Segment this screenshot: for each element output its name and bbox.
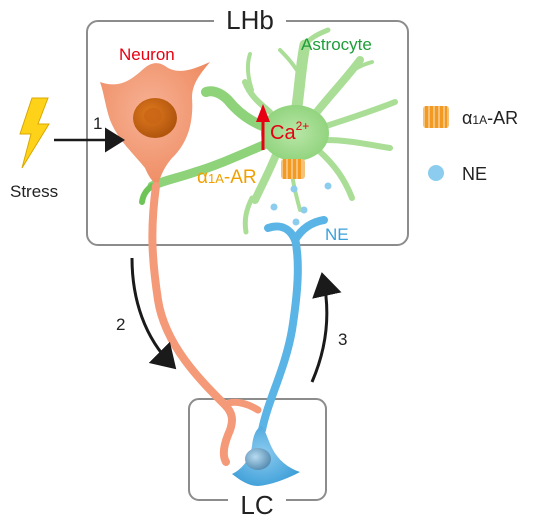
ne-vesicle xyxy=(290,185,298,193)
astrocyte xyxy=(139,27,398,235)
receptor-channel-icon xyxy=(281,159,305,179)
lc-region: LC xyxy=(188,398,327,520)
step-1-label: 1 xyxy=(93,114,102,133)
lhb-neuron xyxy=(100,62,262,466)
neuron-label: Neuron xyxy=(119,45,175,64)
receptor-sub: 1A xyxy=(208,171,224,186)
lc-label: LC xyxy=(240,490,273,520)
step-3-arrow xyxy=(310,272,342,383)
astrocyte-process-to-neuron xyxy=(201,86,280,135)
lhb-region: LHb xyxy=(86,5,409,246)
calcium-superscript: 2+ xyxy=(296,119,310,133)
lc-label-backdrop xyxy=(228,486,286,520)
ne-vesicle xyxy=(292,218,300,226)
stress-label: Stress xyxy=(10,182,58,201)
ne-vesicle xyxy=(270,203,278,211)
neuron-axon xyxy=(148,182,236,466)
ne-terminal-branch-right xyxy=(291,216,328,244)
step-2-arrow-group: 2 xyxy=(116,257,177,370)
step-2-arrow xyxy=(130,257,177,370)
legend-receptor-sub: 1A xyxy=(472,113,487,127)
step-2-label: 2 xyxy=(116,315,125,334)
lc-neuron xyxy=(232,216,328,486)
lhb-label: LHb xyxy=(226,5,274,35)
ne-axon xyxy=(258,234,302,434)
stress-input: Stress 1 xyxy=(10,97,125,201)
astrocyte-label: Astrocyte xyxy=(301,35,372,54)
calcium-label: Ca2+ xyxy=(270,119,309,144)
ne-terminal-label: NE xyxy=(325,225,349,244)
receptor-prefix: α xyxy=(197,167,208,188)
legend-receptor-label: α1A-AR xyxy=(462,108,518,128)
legend-receptor-icon xyxy=(423,106,449,128)
ne-vesicle xyxy=(300,206,308,214)
ne-vesicle-icon xyxy=(428,165,444,181)
calcium-base: Ca xyxy=(270,122,296,144)
receptor-suffix: -AR xyxy=(224,167,257,188)
lightning-bolt-icon xyxy=(19,97,50,169)
legend: α1A-AR NE xyxy=(423,106,518,184)
ne-vesicle xyxy=(324,182,332,190)
lhb-label-backdrop xyxy=(214,6,286,34)
step-3-label: 3 xyxy=(338,330,347,349)
lc-nucleus xyxy=(245,448,271,470)
ne-terminal-branch-left xyxy=(264,222,299,244)
legend-ne-label: NE xyxy=(462,164,487,184)
calcium-increase-arrow xyxy=(256,104,270,150)
astrocyte-soma xyxy=(261,105,329,161)
legend-receptor-suffix: -AR xyxy=(487,108,518,128)
step-3-arrow-group: 3 xyxy=(310,272,347,383)
ne-vesicles xyxy=(270,182,332,226)
receptor-label: α1A-AR xyxy=(197,167,257,188)
legend-receptor-prefix: α xyxy=(462,108,472,128)
